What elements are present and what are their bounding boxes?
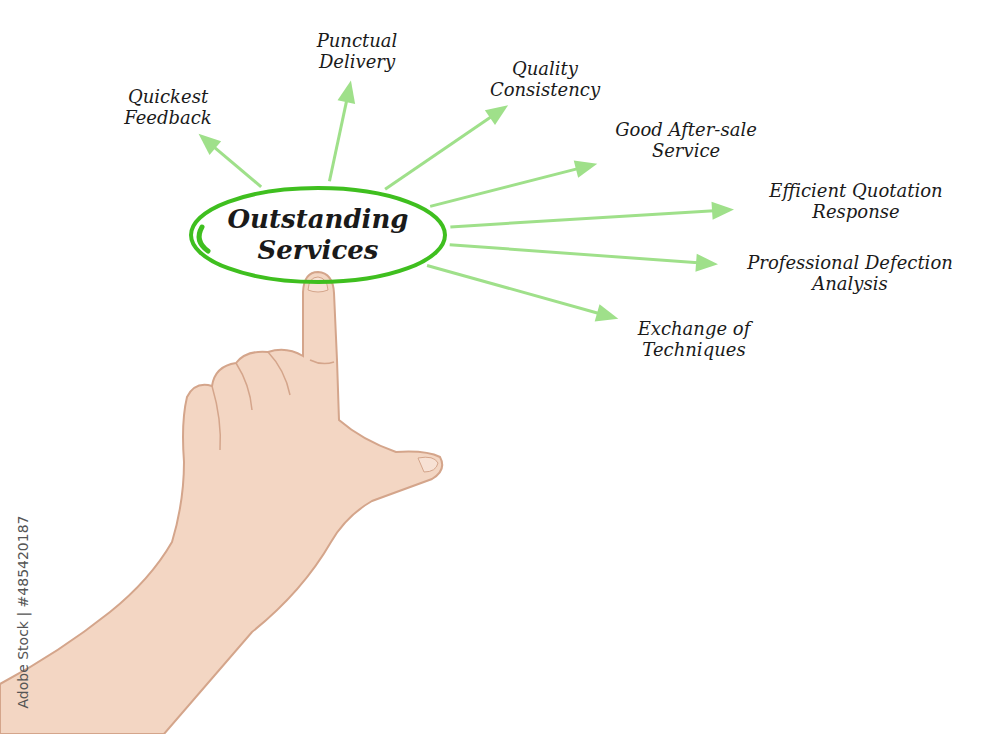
service-item: Punctual Delivery (301, 31, 413, 72)
service-item: Quickest Feedback (112, 87, 224, 128)
service-item: Good After-sale Service (597, 120, 775, 161)
arrow-shaft (214, 147, 261, 187)
connector-arrow (427, 265, 618, 321)
arrow-head (595, 304, 619, 321)
center-title: Outstanding Services (218, 204, 418, 266)
hand-shape (0, 272, 442, 734)
thumbnail (418, 457, 438, 472)
connector-arrow (450, 202, 734, 227)
arrow-shaft (385, 116, 491, 189)
connector-arrow (430, 160, 597, 206)
item-label: Exchange of Techniques (626, 319, 762, 360)
ellipse-swoosh (199, 227, 208, 251)
arrow-shaft (450, 245, 698, 263)
ellipse-stroke (191, 188, 445, 282)
fingernail (308, 277, 328, 292)
service-item: Exchange of Techniques (626, 319, 762, 360)
central-ellipse: Outstanding Services (188, 185, 448, 285)
arrow-head (574, 160, 598, 177)
arrow-head (712, 202, 735, 220)
item-label: Good After-sale Service (597, 120, 775, 161)
arrow-shaft (427, 265, 599, 313)
hand-crease (212, 386, 220, 450)
service-item: Quality Consistency (479, 59, 611, 100)
hand-crease (268, 352, 290, 395)
connector-arrow (199, 134, 262, 187)
item-label: Quickest Feedback (112, 87, 224, 128)
hand-crease (236, 363, 252, 410)
arrow-head (485, 105, 508, 125)
connector-arrow (450, 245, 718, 272)
item-label: Quality Consistency (479, 59, 611, 100)
arrow-shaft (329, 100, 346, 181)
service-item: Efficient Quotation Response (742, 181, 970, 222)
arrow-head (695, 254, 718, 272)
item-label: Punctual Delivery (301, 31, 413, 72)
arrow-head (199, 134, 222, 155)
arrow-shaft (430, 169, 578, 207)
item-label: Professional Defection Analysis (726, 253, 974, 294)
arrow-head (338, 81, 356, 104)
connector-arrow (385, 105, 508, 189)
item-label: Efficient Quotation Response (742, 181, 970, 222)
hand-crease (310, 360, 334, 364)
connector-arrow (329, 81, 355, 182)
arrow-shaft (450, 211, 714, 227)
watermark-text: Adobe Stock | #485420187 (14, 516, 30, 709)
service-item: Professional Defection Analysis (726, 253, 974, 294)
